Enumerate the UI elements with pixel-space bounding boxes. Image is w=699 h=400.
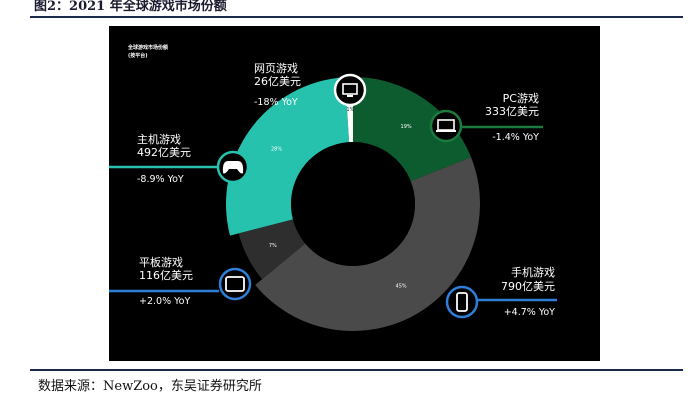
icon-ring-browser <box>333 73 367 107</box>
slice-console <box>226 77 350 236</box>
bottom-rule <box>30 369 683 371</box>
callout-console-name: 主机游戏 <box>137 132 181 146</box>
slice-pc <box>353 77 472 182</box>
percent-label-mobile: 45% <box>396 283 407 289</box>
monitor-icon <box>342 83 358 97</box>
icon-ring-pc <box>429 109 463 143</box>
percent-label-tablet: 7% <box>269 243 277 249</box>
callout-tablet-value-text: 116亿美元 <box>139 269 193 282</box>
callout-mobile-value-text: 790亿美元 <box>501 280 555 293</box>
icon-ring-tablet <box>218 267 252 301</box>
callout-pc-yoy: -1.4% YoY <box>492 132 539 143</box>
callout-browser-value-text: 26亿美元 <box>254 75 301 88</box>
icon-ring-mobile <box>445 285 479 319</box>
smartphone-icon <box>456 292 468 312</box>
figure-title: 图2：2021 年全球游戏市场份额 <box>34 0 227 14</box>
tablet-icon <box>225 276 245 292</box>
callout-tablet-yoy: +2.0% YoY <box>139 296 190 307</box>
callout-pc-name: PC游戏 <box>503 92 539 105</box>
gamepad-icon <box>222 161 244 174</box>
laptop-icon <box>436 119 456 132</box>
callout-mobile-name: 手机游戏 <box>511 265 555 279</box>
slice-mobile <box>255 157 480 332</box>
slice-tablet <box>238 219 306 280</box>
panel-title: 全球游戏市场份额 <box>127 44 169 51</box>
callout-pc-value-text: 333亿美元 <box>485 105 539 118</box>
callout-browser-name: 网页游戏 <box>254 62 298 75</box>
top-rule <box>30 16 683 18</box>
callout-browser-yoy: -18% YoY <box>254 97 298 108</box>
callout-console-value-text: 492亿美元 <box>137 146 191 159</box>
donut-hole <box>291 142 415 266</box>
percent-label-browser: 1% <box>346 107 354 113</box>
callout-mobile-yoy: +4.7% YoY <box>504 307 555 318</box>
percent-label-pc: 19% <box>401 124 412 130</box>
callout-tablet-name: 平板游戏 <box>139 255 183 269</box>
source-note: 数据来源：NewZoo，东吴证券研究所 <box>38 379 262 394</box>
callout-console-yoy: -8.9% YoY <box>137 174 184 185</box>
percent-label-console: 28% <box>271 146 282 152</box>
slices-group: 19% 45% 7% 28% 1% <box>226 77 480 332</box>
panel-subtitle: (按平台) <box>128 52 148 59</box>
